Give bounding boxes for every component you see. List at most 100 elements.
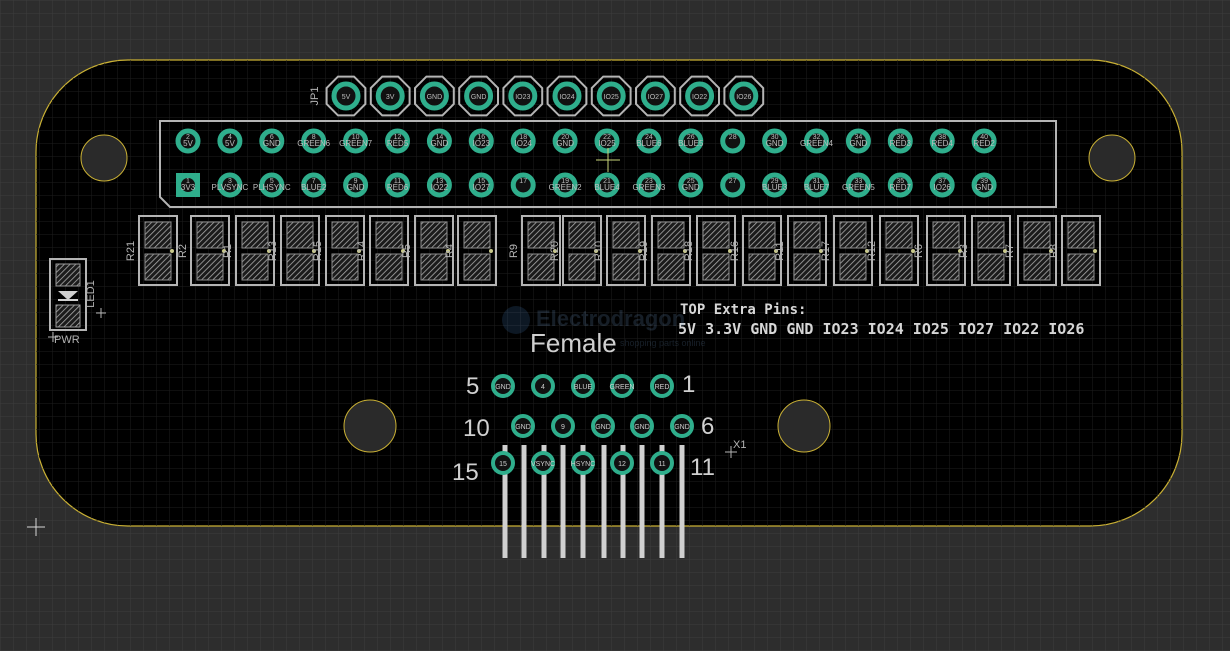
- header-pin[interactable]: 27: [720, 172, 746, 198]
- resistor-footprint[interactable]: R4: [444, 215, 497, 286]
- resistor-footprint[interactable]: R15: [312, 215, 365, 286]
- vga-pin[interactable]: BLUE: [571, 374, 595, 398]
- resistor-footprint[interactable]: R1: [222, 215, 275, 286]
- resistor-footprint[interactable]: R19: [638, 215, 691, 286]
- jp1-pad[interactable]: IO25: [590, 75, 632, 117]
- header-pin[interactable]: 17: [510, 172, 536, 198]
- resistor-footprint[interactable]: R17: [820, 215, 873, 286]
- jp1-pad-label: IO25: [604, 94, 619, 101]
- vga-pin[interactable]: VSYNC: [531, 451, 555, 475]
- vga-pin[interactable]: GND: [670, 414, 694, 438]
- vga-pin[interactable]: 9: [551, 414, 575, 438]
- resistor-footprint[interactable]: R12: [866, 215, 919, 286]
- vga-pin[interactable]: GREEN: [610, 374, 635, 398]
- resistor-ref-label: R6: [913, 244, 925, 258]
- resistor-footprint[interactable]: R14: [356, 215, 409, 286]
- resistor-footprint[interactable]: R6: [913, 215, 966, 286]
- resistor-footprint[interactable]: R3: [958, 215, 1011, 286]
- vga-pin[interactable]: HSYNC: [571, 451, 596, 475]
- resistor-ref-label: R10: [593, 241, 605, 261]
- vga-pin[interactable]: RED: [650, 374, 674, 398]
- resistor-footprint[interactable]: R18: [683, 215, 736, 286]
- jp1-pad[interactable]: 5V: [325, 75, 367, 117]
- jp1-pad[interactable]: GND: [414, 75, 455, 117]
- vga-pin[interactable]: GND: [591, 414, 615, 438]
- jp1-pad-label: IO24: [559, 94, 574, 101]
- vga-pin[interactable]: GND: [630, 414, 654, 438]
- resistor-footprint[interactable]: R10: [593, 215, 646, 286]
- vga-pin[interactable]: GND: [511, 414, 535, 438]
- jp1-pad[interactable]: IO27: [635, 75, 676, 117]
- header-pin-number: 13: [436, 178, 444, 185]
- jp1-pad[interactable]: 3V: [369, 75, 411, 117]
- resistor-footprint[interactable]: R7: [1004, 215, 1057, 286]
- resistor-footprint[interactable]: R20: [549, 215, 602, 286]
- resistor-footprint[interactable]: R8: [1048, 215, 1101, 286]
- jp1-pad[interactable]: IO26: [723, 75, 765, 117]
- header-pin-label: RED3: [890, 139, 912, 148]
- resistor-footprint[interactable]: R13: [267, 215, 320, 286]
- jp1-pad[interactable]: IO22: [679, 75, 720, 117]
- jp1-pad[interactable]: IO23: [502, 75, 544, 117]
- resistor-footprint[interactable]: R21: [125, 215, 178, 286]
- vga-pin[interactable]: 15: [491, 451, 515, 475]
- resistor-footprint[interactable]: R9: [508, 215, 561, 286]
- vga-pin[interactable]: 12: [610, 451, 634, 475]
- jp1-pad[interactable]: GND: [458, 75, 499, 117]
- vga-pin[interactable]: 4: [531, 374, 555, 398]
- resistor-footprint[interactable]: R2: [177, 215, 230, 286]
- resistor-footprint[interactable]: R16: [729, 215, 782, 286]
- vga-pin[interactable]: GND: [491, 374, 515, 398]
- jp1-pad[interactable]: IO24: [546, 75, 588, 117]
- header-pin[interactable]: 28: [720, 128, 746, 154]
- resistor-footprint[interactable]: R11: [774, 215, 827, 286]
- header-pin[interactable]: 45V: [217, 128, 243, 154]
- led-pwr[interactable]: LED1 PWR: [48, 258, 106, 346]
- header-pin-number: 30: [771, 134, 779, 141]
- svg-text:Electrodragon: Electrodragon: [536, 306, 685, 331]
- header-pin[interactable]: 25V: [175, 128, 201, 154]
- resistor-footprint[interactable]: R5: [401, 215, 454, 286]
- vga-pin[interactable]: 11: [650, 451, 674, 475]
